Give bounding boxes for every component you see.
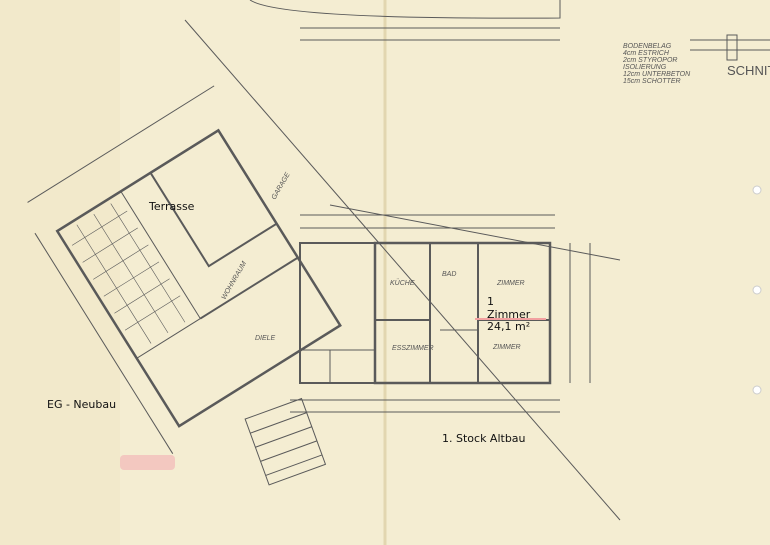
punch-hole bbox=[752, 185, 762, 195]
label-room-2: ZIMMER bbox=[492, 344, 521, 351]
label-room-1: ZIMMER bbox=[496, 280, 525, 287]
punch-hole bbox=[752, 385, 762, 395]
svg-text:2cm STYROPOR: 2cm STYROPOR bbox=[622, 57, 677, 64]
label-section: SCHNIT bbox=[727, 63, 770, 78]
room-area: 24,1 m² bbox=[487, 320, 531, 333]
svg-text:BODENBELAG: BODENBELAG bbox=[623, 43, 672, 50]
room-word: Zimmer bbox=[487, 308, 531, 321]
terrace-label: Terrasse bbox=[149, 200, 195, 213]
highlight-smudge bbox=[120, 455, 175, 470]
label-bath: BAD bbox=[442, 271, 456, 278]
room-count: 1 bbox=[487, 295, 494, 308]
upper-floor-label: 1. Stock Altbau bbox=[442, 432, 526, 445]
svg-text:ISOLIERUNG: ISOLIERUNG bbox=[623, 64, 667, 71]
svg-text:4cm ESTRICH: 4cm ESTRICH bbox=[623, 50, 670, 57]
punch-hole bbox=[752, 285, 762, 295]
label-kitchen: KÜCHE bbox=[390, 279, 415, 287]
label-hall: DIELE bbox=[255, 335, 276, 342]
svg-text:15cm SCHOTTER: 15cm SCHOTTER bbox=[623, 78, 681, 85]
label-dining: ESSZIMMER bbox=[392, 345, 434, 352]
floor-build-up-list: BODENBELAG 4cm ESTRICH 2cm STYROPOR ISOL… bbox=[622, 43, 691, 85]
ground-floor-label: EG - Neubau bbox=[47, 398, 117, 411]
svg-text:12cm UNTERBETON: 12cm UNTERBETON bbox=[623, 71, 691, 78]
